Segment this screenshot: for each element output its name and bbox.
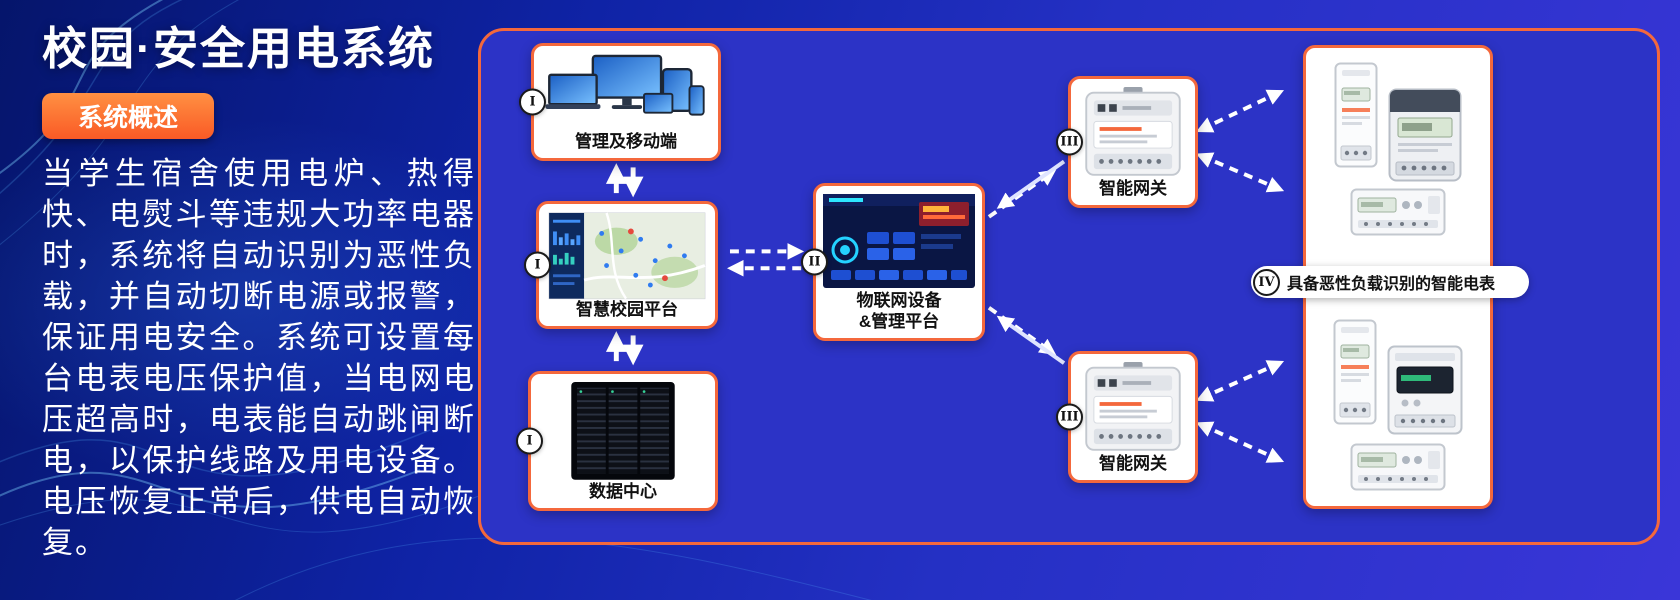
devices-illustration [545,54,705,116]
numeral-badge-7: IV [1253,268,1280,296]
display-meter-illustration [1387,345,1463,435]
din-meter-illustration [1334,62,1378,168]
intro-column: 校园·安全用电系统 系统概述 当学生宿舍使用电炉、热得快、电熨斗等违规大功率电器… [42,12,476,563]
node-label: 智慧校园平台 [576,299,678,319]
node-iot-platform: II 物联网设备 &管理平台 [801,183,985,341]
node-label: 智能网关 [1099,453,1167,473]
meter-row-wide-bottom [1350,443,1446,491]
gateway-illustration [1085,362,1181,451]
node-management-mobile: I 管理及移动端 [519,43,721,161]
node-smart-meters: IV 具备恶性负载识别的智能电表 [1251,45,1529,509]
node-smart-gateway-bottom: III 智能网关 [1056,351,1198,483]
numeral-badge-1: I [519,88,546,116]
node-label: 智能网关 [1099,178,1167,198]
gateway-illustration [1085,87,1181,176]
node-label: 物联网设备 &管理平台 [857,290,942,333]
wide-meter-illustration [1350,188,1446,236]
numeral-badge-2: I [524,251,551,279]
node-smart-gateway-top: III 智能网关 [1056,76,1198,208]
diagram-panel: I 管理及移动端 I [478,28,1660,545]
node-label: 管理及移动端 [575,131,677,151]
node-smart-campus-platform: I [524,201,718,329]
meter-row-top [1316,62,1480,182]
server-rack-illustration [571,382,675,480]
node-label: 数据中心 [589,481,657,501]
iot-label-line2: &管理平台 [858,311,940,331]
iot-screen-illustration [823,194,975,288]
numeral-badge-4: II [801,248,828,276]
meter-row-bottom [1316,319,1480,435]
connection-arrows [605,89,1285,463]
dashboard-illustration [548,212,706,300]
page-title: 校园·安全用电系统 [42,23,435,74]
wide-meter-illustration [1350,443,1446,491]
din-meter-illustration [1333,319,1377,425]
meter-row-wide [1350,188,1480,241]
meters-caption: IV 具备恶性负载识别的智能电表 [1251,266,1529,298]
description-text: 当学生宿舍使用电炉、热得快、电熨斗等违规大功率电器时，系统将自动识别为恶性负载，… [42,156,476,560]
numeral-badge-3: I [516,427,543,455]
node-data-center: I 数据中心 [516,371,718,511]
numeral-badge-6: III [1056,403,1083,431]
meters-caption-label: 具备恶性负载识别的智能电表 [1287,276,1496,293]
iot-label-line1: 物联网设备 [856,290,942,310]
energy-meter-illustration [1388,88,1462,182]
numeral-badge-5: III [1056,128,1083,156]
overview-badge: 系统概述 [42,93,215,139]
